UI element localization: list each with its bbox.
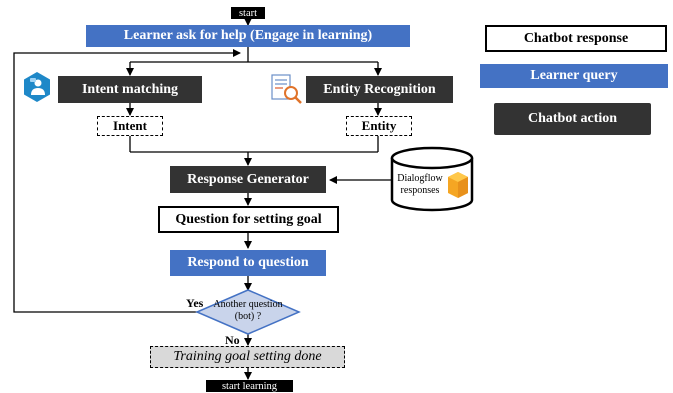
intent-box: Intent [97,116,163,136]
question-goal-box: Question for setting goal [158,206,339,233]
respond-question-box: Respond to question [170,250,326,276]
entity-box: Entity [346,116,412,136]
yes-label: Yes [186,296,204,310]
database-icon [390,146,474,212]
arrow-yes-loop [13,49,241,313]
response-generator-box: Response Generator [170,166,326,193]
dialogflow-label: Dialogflow responses [397,173,443,196]
decision-diamond [195,289,301,335]
entity-recognition-box: Entity Recognition [306,76,453,103]
learner-ask-box: Learner ask for help (Engage in learning… [86,25,410,47]
chatbot-hexagon-icon [24,72,50,102]
dialogflow-logo-icon [448,172,468,198]
legend-chatbot-action: Chatbot action [494,103,651,135]
training-done-box: Training goal setting done [150,346,345,368]
document-search-icon [271,74,302,104]
legend-learner-query: Learner query [480,64,668,88]
intent-matching-box: Intent matching [58,76,202,103]
start-terminal: start [231,7,265,19]
decision-text: Another question (bot) ? [213,299,283,322]
no-label: No [225,333,240,347]
start-learning-terminal: start learning [206,380,293,392]
legend-chatbot-response: Chatbot response [485,25,667,52]
